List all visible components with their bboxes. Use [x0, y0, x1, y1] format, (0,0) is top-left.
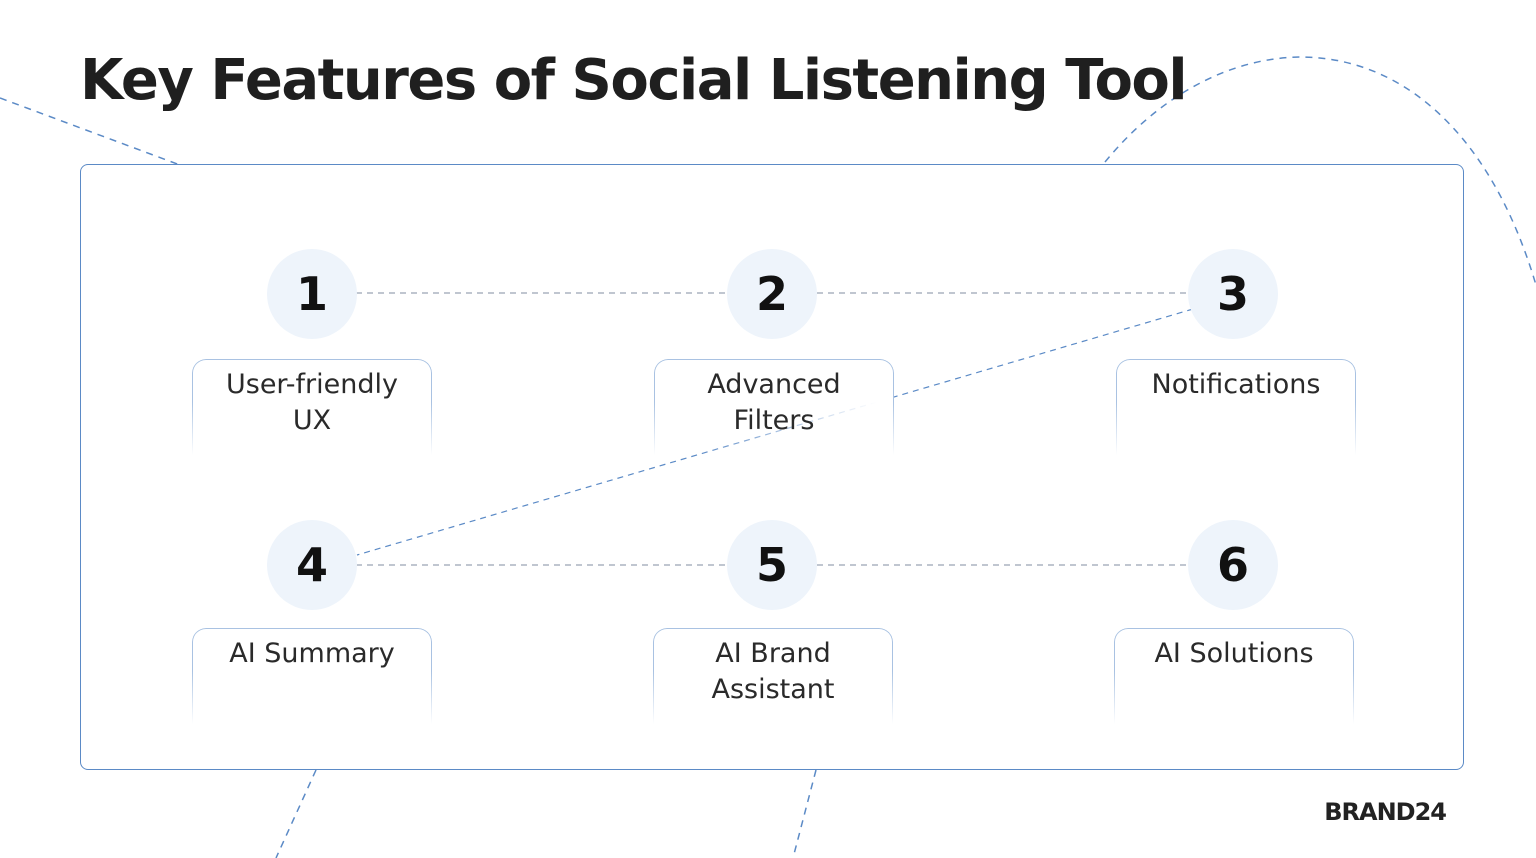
feature-1-label-box [192, 359, 432, 455]
feature-number: 1 [295, 267, 328, 321]
feature-1-label-wrap: User-friendly UX [192, 359, 432, 439]
feature-label: Advanced Filters [707, 369, 841, 436]
feature-6-label-wrap: AI Solutions [1114, 628, 1354, 672]
feature-5-label-wrap: AI Brand Assistant [653, 628, 893, 708]
features-panel: 1 User-friendly UX 2 Advanced Filters 3 … [80, 164, 1464, 770]
feature-label: AI Solutions [1154, 638, 1314, 669]
feature-5-label-box [653, 628, 893, 724]
feature-number: 3 [1216, 267, 1249, 321]
connector-3-4 [356, 308, 1194, 556]
feature-3-number-badge: 3 [1188, 249, 1278, 339]
feature-5-number-badge: 5 [727, 520, 817, 610]
feature-4-label-box [192, 628, 432, 724]
feature-2-label-box [654, 359, 894, 455]
feature-label: User-friendly UX [225, 369, 398, 436]
feature-label: AI Brand Assistant [711, 638, 835, 705]
feature-2-label-wrap: Advanced Filters [654, 359, 894, 439]
feature-4-label-wrap: AI Summary [192, 628, 432, 672]
feature-label: Notifications [1151, 369, 1321, 400]
page-title: Key Features of Social Listening Tool [80, 48, 1188, 113]
feature-2-number-badge: 2 [727, 249, 817, 339]
dashed-curve-bottom-center [792, 769, 817, 858]
feature-number: 6 [1216, 538, 1249, 592]
feature-6-label-box [1114, 628, 1354, 724]
brand-logo: BRAND24 [1324, 798, 1447, 826]
feature-1-number-badge: 1 [267, 249, 357, 339]
feature-4-number-badge: 4 [267, 520, 357, 610]
feature-number: 5 [755, 538, 788, 592]
feature-3-label-wrap: Notifications [1116, 359, 1356, 403]
feature-number: 2 [755, 267, 788, 321]
feature-number: 4 [295, 538, 328, 592]
feature-label: AI Summary [229, 638, 395, 669]
feature-6-number-badge: 6 [1188, 520, 1278, 610]
connector-lines [356, 292, 1194, 566]
feature-3-label-box [1116, 359, 1356, 455]
dashed-curve-bottom-left [275, 769, 317, 858]
